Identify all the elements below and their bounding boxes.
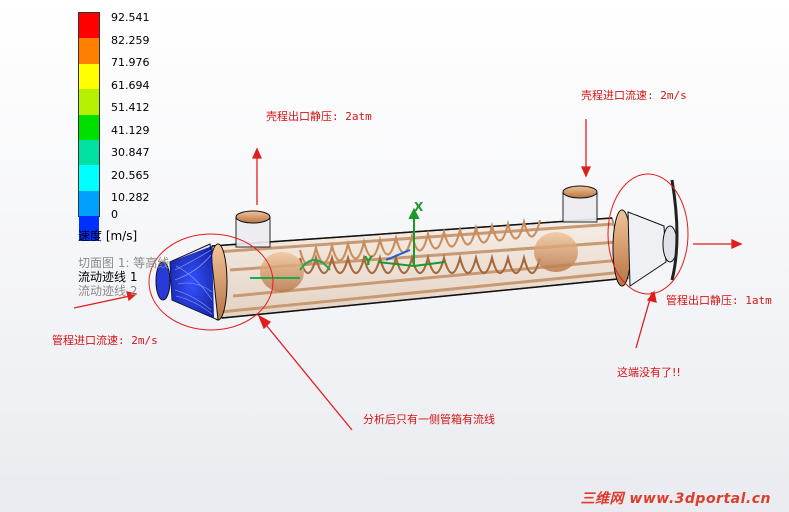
shell-inlet-nozzle [562, 185, 598, 223]
legend-color-segment [79, 139, 99, 166]
annotation-tube-inlet: 管程进口流速: 2m/s [52, 334, 158, 347]
helical-tube-bundle [298, 217, 542, 275]
plot-item-cut-plot[interactable]: 切面图 1: 等高线 [78, 256, 170, 270]
annotation-end-missing: 这端没有了!! [617, 366, 681, 379]
right-highlight-circle [607, 173, 689, 295]
legend-tick: 61.694 [111, 78, 150, 92]
legend-color-segment [79, 216, 99, 242]
coil-end-left [260, 252, 304, 292]
legend-tick: 20.565 [111, 168, 150, 182]
legend-color-segment [79, 63, 99, 90]
coil-end-right [534, 232, 578, 272]
axis-x-label: X [414, 200, 424, 214]
legend-color-segment [79, 38, 99, 64]
legend-title: 速度 [m/s] [78, 229, 138, 243]
plot-item-flow-trajectory-1[interactable]: 流动迹线 1 [78, 270, 138, 284]
plot-item-flow-trajectory-2[interactable]: 流动迹线 2 [78, 284, 138, 298]
legend-tick: 82.259 [111, 33, 150, 47]
legend-tick: 10.282 [111, 191, 150, 204]
streamline-green [250, 259, 331, 279]
shell-outlet-nozzle [235, 210, 271, 248]
legend-color-segment [79, 114, 99, 140]
legend-color-bar [78, 12, 100, 242]
legend-color-segment [79, 165, 99, 191]
left-highlight-circle [148, 233, 274, 331]
legend-tick: 92.541 [111, 11, 150, 24]
legend-tick: 0 [111, 208, 118, 221]
legend-color-segment [79, 13, 99, 39]
watermark: 三维网 www.3dportal.cn [580, 491, 771, 507]
coordinate-triad [377, 207, 446, 267]
legend-tick: 30.847 [111, 146, 150, 159]
annotation-shell-outlet: 壳程出口静压: 2atm [266, 110, 372, 123]
left-head [155, 243, 228, 321]
annotation-analysis-note: 分析后只有一侧管箱有流线 [363, 413, 495, 426]
annotation-arrows [73, 119, 743, 431]
legend-color-segment [79, 190, 99, 216]
annotation-tube-outlet: 管程出口静压: 1atm [666, 294, 772, 307]
axis-y-label: Y [364, 254, 373, 268]
plot-items-list: 切面图 1: 等高线 流动迹线 1 流动迹线 2 [78, 256, 169, 298]
legend-color-segment [79, 89, 99, 115]
legend-tick: 51.412 [111, 101, 150, 114]
legend-tick: 71.976 [111, 56, 150, 69]
legend-tick: 41.129 [111, 123, 150, 137]
annotation-shell-inlet: 壳程进口流速: 2m/s [581, 89, 687, 102]
right-head [612, 179, 679, 287]
